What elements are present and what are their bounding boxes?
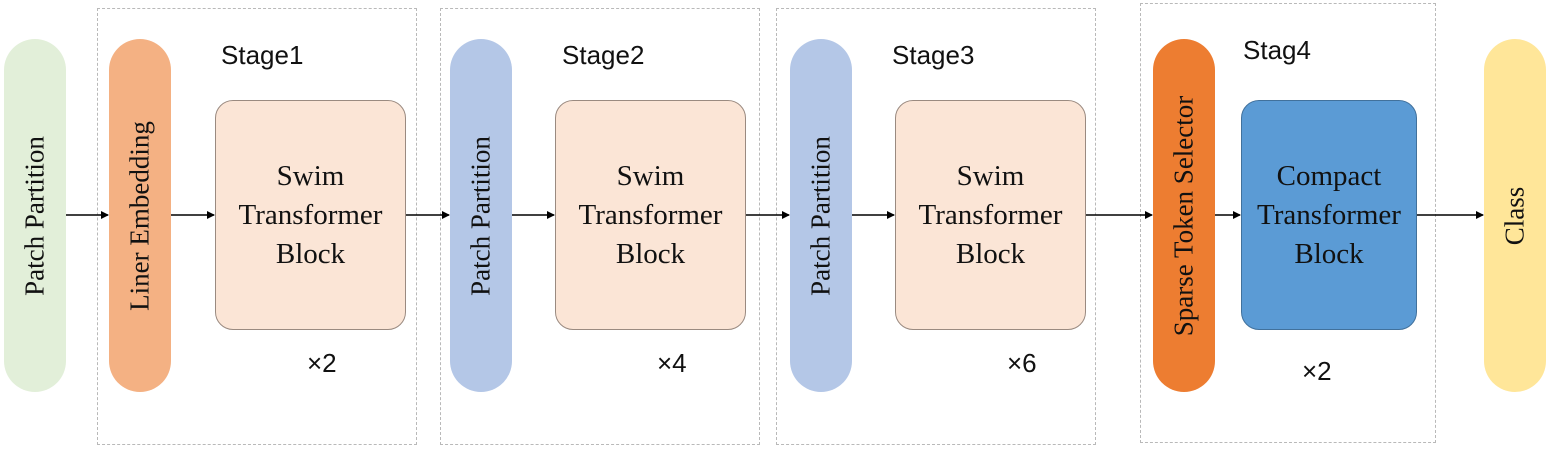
stage4-container (1140, 3, 1436, 443)
stage3-repeat-count: ×6 (1007, 348, 1037, 378)
input-patch-partition: Patch Partition (4, 39, 66, 392)
sparse-token-selector-label: Sparse Token Selector (1168, 95, 1199, 336)
block-line: Compact (1276, 159, 1382, 192)
block-line: Block (615, 237, 686, 270)
stage1-title: Stage1 (221, 40, 304, 70)
stage3-swim-transformer-block: Swim Transformer Block (895, 100, 1086, 330)
stage2-patch-partition-pill: Patch Partition (450, 39, 512, 392)
compact-transformer-block: Compact Transformer Block (1241, 100, 1417, 330)
stage3-patch-partition-label: Patch Partition (805, 135, 836, 296)
block-line: Block (275, 237, 346, 270)
block-line: Transformer (578, 198, 723, 231)
stage2-repeat-count: ×4 (657, 348, 687, 378)
block-line: Swim (616, 159, 685, 192)
stage2-container (440, 8, 760, 445)
stage1-repeat-count: ×2 (307, 348, 337, 378)
class-output-label: Class (1499, 186, 1530, 245)
block-line: Block (955, 237, 1026, 270)
input-patch-partition-label: Patch Partition (19, 135, 50, 296)
class-output-pill: Class (1484, 39, 1546, 392)
stage2-patch-partition-label: Patch Partition (465, 135, 496, 296)
stage2-swim-transformer-block: Swim Transformer Block (555, 100, 746, 330)
stage4-title: Stag4 (1243, 35, 1311, 65)
stage2-title: Stage2 (562, 40, 645, 70)
stage3-title: Stage3 (892, 40, 975, 70)
liner-embedding-label: Liner Embedding (124, 120, 155, 311)
sparse-token-selector-pill: Sparse Token Selector (1153, 39, 1215, 392)
block-line: Swim (276, 159, 345, 192)
stage3-container (776, 8, 1096, 445)
stage4-repeat-count: ×2 (1302, 356, 1332, 386)
liner-embedding-pill: Liner Embedding (109, 39, 171, 392)
block-line: Block (1294, 237, 1364, 270)
stage1-swim-transformer-block: Swim Transformer Block (215, 100, 406, 330)
block-line: Transformer (1257, 198, 1401, 231)
stage3-patch-partition-pill: Patch Partition (790, 39, 852, 392)
block-line: Transformer (918, 198, 1063, 231)
stage1-container (97, 8, 417, 445)
block-line: Swim (956, 159, 1025, 192)
block-line: Transformer (238, 198, 383, 231)
